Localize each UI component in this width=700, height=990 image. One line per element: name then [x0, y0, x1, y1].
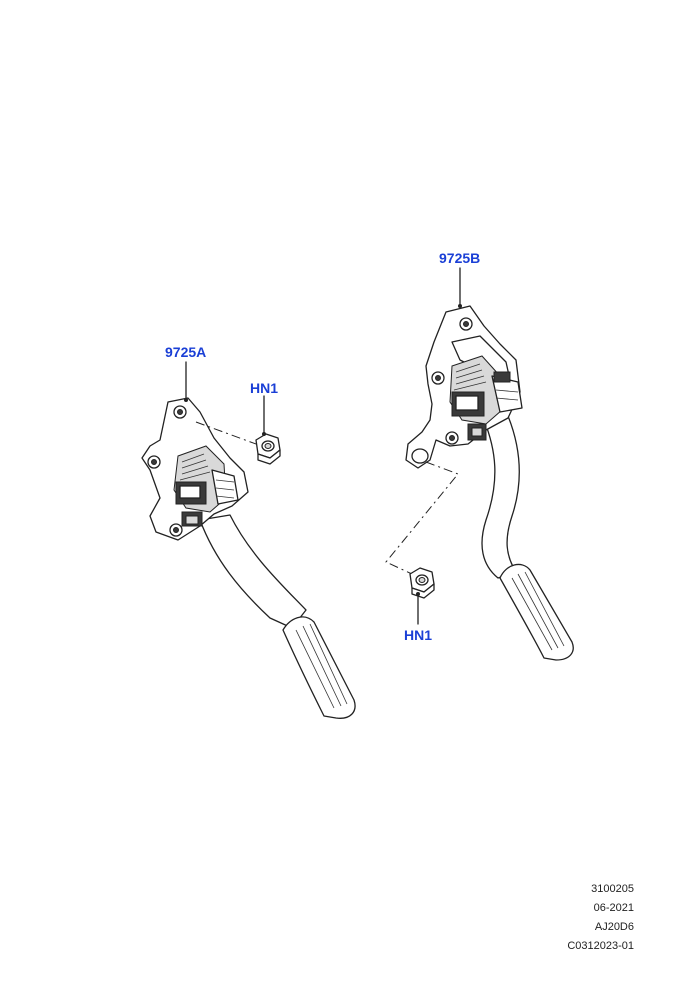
reference-line-3: AJ20D6 — [594, 921, 634, 933]
pedal-arm-a — [199, 514, 307, 629]
callout-hn1-left[interactable]: HN1 — [250, 380, 279, 396]
accelerator-pedal-b[interactable] — [405, 305, 574, 661]
callout-9725b[interactable]: 9725B — [439, 250, 481, 266]
hex-nut-left[interactable] — [255, 433, 281, 465]
pedal-arm-b — [481, 415, 520, 579]
assembly-line-right — [385, 461, 459, 575]
hex-nut-right[interactable] — [409, 567, 435, 599]
reference-line-4: C0312023-01 — [567, 940, 634, 952]
accelerator-pedal-a[interactable] — [141, 397, 356, 719]
leader-dot-9725a — [184, 398, 188, 402]
callout-9725a[interactable]: 9725A — [165, 344, 207, 360]
reference-line-2: 06-2021 — [593, 902, 634, 914]
callout-hn1-right[interactable]: HN1 — [404, 627, 433, 643]
diagram-reference-block: 3100205 06-2021 AJ20D6 C0312023-01 — [567, 880, 634, 956]
pedal-pad-a — [282, 616, 356, 719]
pedal-pad-b — [499, 563, 574, 661]
reference-line-1: 3100205 — [591, 883, 634, 895]
